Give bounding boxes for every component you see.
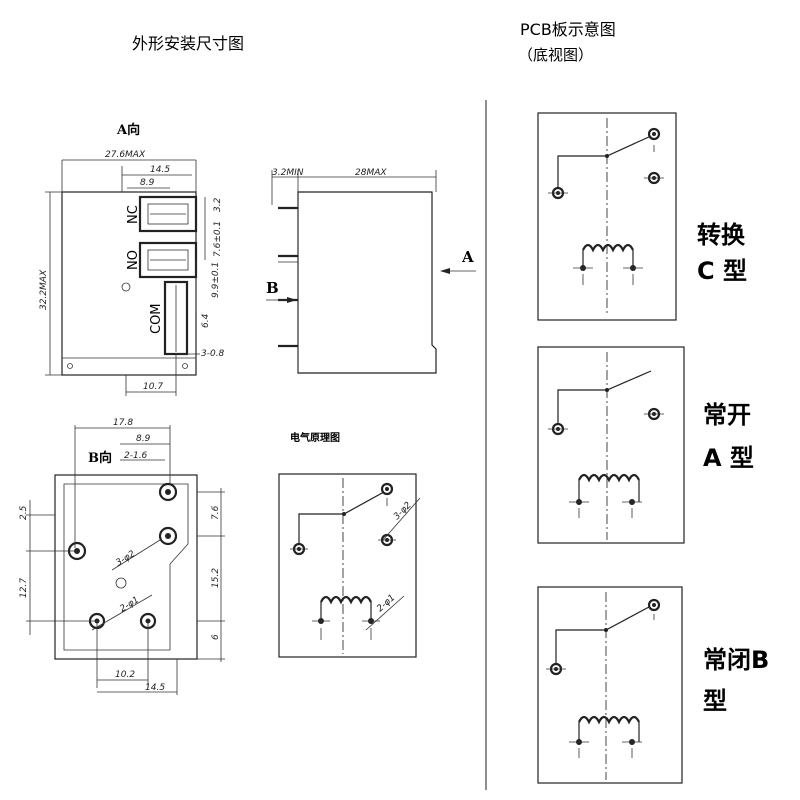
dim-8-9-b: 8.9 bbox=[136, 434, 151, 444]
view-b-drawing: B向 17.8 8.9 2-1.6 2.5 bbox=[19, 418, 225, 695]
type-c-line2: C 型 bbox=[697, 257, 747, 285]
dim-7-6-a: 7.6±0.1 bbox=[213, 221, 223, 257]
pin-hole-mid bbox=[158, 526, 178, 546]
terminal-nc: NC bbox=[126, 205, 141, 224]
arrow-a-label: A bbox=[461, 248, 474, 266]
outline-title: 外形安装尺寸图 bbox=[132, 34, 244, 53]
terminal-com: COM bbox=[149, 303, 164, 334]
schematic-drawing: 电气原理图 3-φ2 2-φ1 bbox=[278, 431, 421, 658]
dim-6-4-a: 6.4 bbox=[201, 313, 211, 328]
type-b-line1: 常闭B bbox=[703, 646, 769, 674]
dim-3-2min: 3.2MIN bbox=[272, 168, 304, 178]
dim-28max: 28MAX bbox=[355, 168, 387, 178]
dim-15-2: 15.2 bbox=[211, 568, 221, 588]
dim-3-phi2-b: 3-φ2 bbox=[114, 549, 137, 569]
dim-10-2: 10.2 bbox=[115, 670, 135, 680]
dim-10-7: 10.7 bbox=[143, 382, 163, 392]
dim-2-5: 2.5 bbox=[19, 505, 29, 520]
type-b-line2: 型 bbox=[703, 687, 727, 715]
dim-14-5-b: 14.5 bbox=[145, 683, 165, 693]
view-b-label: B向 bbox=[88, 450, 112, 466]
side-view-drawing: 3.2MIN 28MAX A B bbox=[266, 168, 476, 374]
terminal-no: NO bbox=[126, 250, 141, 270]
dim-17-8: 17.8 bbox=[113, 418, 133, 428]
type-a-line1: 常开 bbox=[703, 401, 751, 429]
dim-3-0-8: 3-0.8 bbox=[201, 349, 225, 359]
dim-9-9-a: 9.9±0.1 bbox=[211, 262, 221, 298]
pcb-subtitle: （底视图） bbox=[518, 46, 593, 64]
arrow-b-label: B bbox=[266, 279, 279, 297]
type-c-line1: 转换 bbox=[697, 221, 746, 249]
view-a-drawing: A向 27.6MAX 14.5 8.9 32.2MAX NC NO C bbox=[39, 122, 225, 396]
dim-2-phi1-b: 2-φ1 bbox=[118, 595, 141, 614]
type-a-line2: A 型 bbox=[703, 444, 754, 472]
view-a-label: A向 bbox=[116, 122, 140, 138]
dim-7-6-b: 7.6 bbox=[211, 505, 221, 520]
dim-8-9-top: 8.9 bbox=[140, 178, 155, 188]
pcb-title: PCB板示意图 bbox=[520, 20, 616, 39]
pcb-panel-b bbox=[537, 586, 683, 784]
dim-32-2max: 32.2MAX bbox=[39, 269, 49, 310]
pin-hole-top bbox=[158, 482, 178, 502]
dim-6: 6 bbox=[211, 634, 221, 640]
dim-3-phi2-s: 3-φ2 bbox=[392, 500, 414, 522]
dim-14-5-top: 14.5 bbox=[150, 165, 170, 175]
dim-2-phi1-s: 2-φ1 bbox=[375, 593, 397, 614]
pcb-panel-c bbox=[537, 112, 677, 321]
dim-2-1-6: 2-1.6 bbox=[124, 451, 148, 461]
dim-12-7: 12.7 bbox=[19, 578, 29, 598]
pcb-panel-a bbox=[537, 346, 685, 544]
dim-3-2-a: 3.2 bbox=[213, 197, 223, 212]
schematic-title: 电气原理图 bbox=[290, 431, 340, 444]
dim-27-6max: 27.6MAX bbox=[105, 150, 146, 160]
